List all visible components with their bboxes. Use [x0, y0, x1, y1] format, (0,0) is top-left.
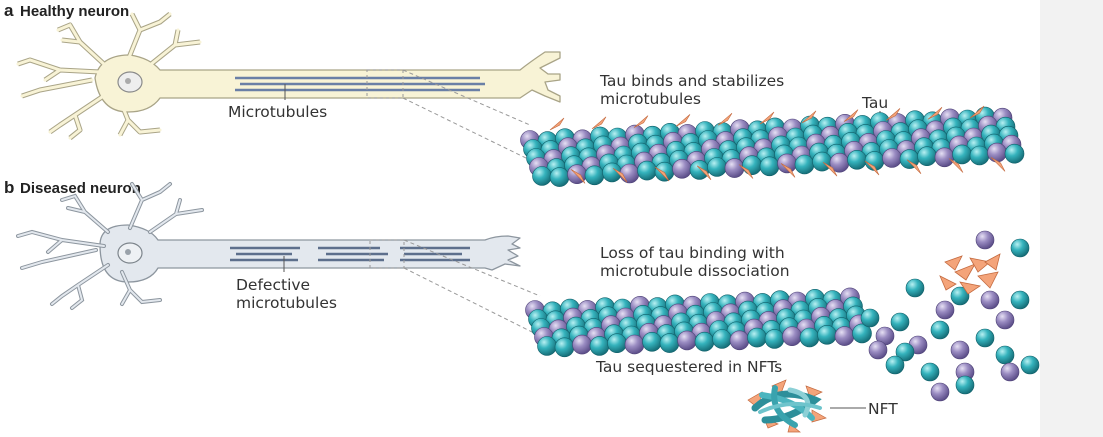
teal-tubulin-subunit	[1011, 239, 1029, 257]
purple-tubulin-subunit	[981, 291, 999, 309]
teal-tubulin-subunit	[748, 328, 767, 347]
teal-tubulin-subunit	[743, 156, 762, 175]
teal-tubulin-subunit	[891, 313, 909, 331]
free-tubulin-subunits	[861, 231, 1039, 401]
purple-tubulin-subunit	[725, 159, 744, 178]
defective-label-line2: microtubules	[236, 294, 337, 312]
sequestered-label: Tau sequestered in NFTs	[595, 358, 782, 376]
tau-neuron-diagram: a Healthy neuron Microtubules Tau binds …	[0, 0, 1040, 437]
panel-b-caption-line2: microtubule dissociation	[600, 262, 790, 280]
teal-tubulin-subunit	[695, 332, 714, 351]
purple-tubulin-subunit	[951, 341, 969, 359]
teal-tubulin-subunit	[931, 321, 949, 339]
panel-a-letter: a	[4, 1, 14, 20]
teal-tubulin-subunit	[765, 329, 784, 348]
teal-tubulin-subunit	[555, 338, 574, 357]
tau-protein	[634, 116, 648, 128]
healthy-microtubule	[521, 106, 1025, 187]
panel-b-letter: b	[4, 178, 14, 197]
tau-label: Tau	[861, 94, 888, 112]
teal-tubulin-subunit	[660, 334, 679, 353]
purple-tubulin-subunit	[625, 335, 644, 354]
tau-protein	[550, 118, 564, 130]
diseased-nucleus	[118, 243, 142, 263]
teal-tubulin-subunit	[886, 356, 904, 374]
purple-tubulin-subunit	[573, 335, 592, 354]
panel-a-title: Healthy neuron	[20, 3, 129, 20]
teal-tubulin-subunit	[953, 145, 972, 164]
nft-tangle	[748, 380, 826, 432]
teal-tubulin-subunit	[590, 336, 609, 355]
purple-tubulin-subunit	[931, 383, 949, 401]
purple-tubulin-subunit	[936, 301, 954, 319]
zoom-line-a-bottom	[403, 98, 530, 160]
defective-label-line1: Defective	[236, 276, 310, 294]
dissociating-microtubule	[526, 288, 872, 357]
teal-tubulin-subunit	[795, 155, 814, 174]
teal-tubulin-subunit	[713, 330, 732, 349]
teal-tubulin-subunit	[976, 329, 994, 347]
purple-tubulin-subunit	[778, 154, 797, 173]
purple-tubulin-subunit	[620, 164, 639, 183]
microtubules-label: Microtubules	[228, 103, 327, 121]
teal-tubulin-subunit	[918, 147, 937, 166]
purple-tubulin-subunit	[976, 231, 994, 249]
panel-a-caption-line1: Tau binds and stabilizes	[599, 72, 784, 90]
teal-tubulin-subunit	[643, 332, 662, 351]
teal-tubulin-subunit	[956, 376, 974, 394]
teal-tubulin-subunit	[533, 167, 552, 186]
purple-tubulin-subunit	[883, 149, 902, 168]
teal-tubulin-subunit	[1011, 291, 1029, 309]
right-gutter	[1040, 0, 1103, 437]
panel-b-caption-line1: Loss of tau binding with	[600, 244, 785, 262]
teal-tubulin-subunit	[1021, 356, 1039, 374]
teal-tubulin-subunit	[970, 146, 989, 165]
teal-tubulin-subunit	[608, 334, 627, 353]
teal-tubulin-subunit	[848, 150, 867, 169]
teal-tubulin-subunit	[800, 328, 819, 347]
zoom-line-b-bottom	[404, 268, 540, 336]
teal-tubulin-subunit	[638, 161, 657, 180]
panel-b-title: Diseased neuron	[20, 180, 141, 197]
teal-tubulin-subunit	[921, 363, 939, 381]
figure: a Healthy neuron Microtubules Tau binds …	[0, 0, 1040, 437]
purple-tubulin-subunit	[935, 148, 954, 167]
teal-tubulin-subunit	[690, 160, 709, 179]
purple-tubulin-subunit	[869, 341, 887, 359]
teal-tubulin-subunit	[655, 162, 674, 181]
teal-tubulin-subunit	[550, 168, 569, 187]
teal-tubulin-subunit	[906, 279, 924, 297]
purple-tubulin-subunit	[1001, 363, 1019, 381]
purple-tubulin-subunit	[783, 327, 802, 346]
teal-tubulin-subunit	[760, 157, 779, 176]
purple-tubulin-subunit	[988, 143, 1007, 162]
teal-tubulin-subunit	[708, 158, 727, 177]
teal-tubulin-subunit	[861, 309, 879, 327]
purple-tubulin-subunit	[678, 331, 697, 350]
panel-a-caption-line2: microtubules	[600, 90, 701, 108]
healthy-nucleus	[118, 72, 142, 92]
teal-tubulin-subunit	[1005, 144, 1024, 163]
teal-tubulin-subunit	[538, 337, 557, 356]
tau-aggregate	[940, 254, 1000, 294]
teal-tubulin-subunit	[996, 346, 1014, 364]
teal-tubulin-subunit	[585, 166, 604, 185]
purple-tubulin-subunit	[730, 331, 749, 350]
teal-tubulin-subunit	[818, 325, 837, 344]
purple-tubulin-subunit	[835, 327, 854, 346]
purple-tubulin-subunit	[673, 159, 692, 178]
purple-tubulin-subunit	[996, 311, 1014, 329]
nft-label: NFT	[868, 400, 898, 418]
